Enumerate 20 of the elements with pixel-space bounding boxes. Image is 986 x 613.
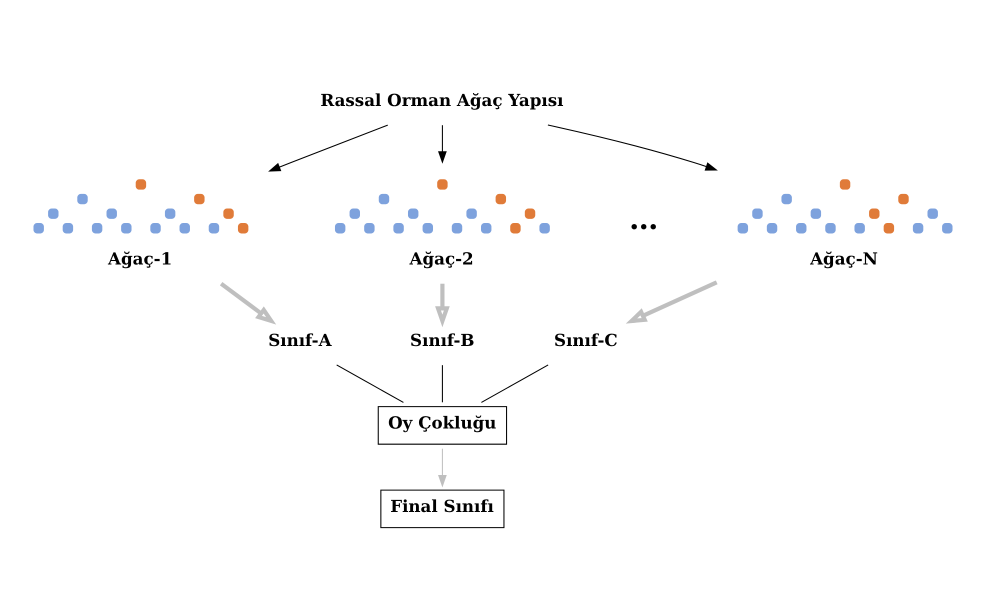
arrow xyxy=(548,124,718,171)
arrow xyxy=(626,280,718,324)
node-label: Ağaç-N xyxy=(810,248,878,269)
connector xyxy=(481,364,548,403)
arrow xyxy=(438,125,447,164)
connector xyxy=(336,364,404,403)
node-text: Rassal Orman Ağaç Yapısı xyxy=(320,90,564,110)
arrow xyxy=(435,284,450,328)
node-label: Ağaç-2 xyxy=(410,248,474,269)
label: … xyxy=(629,202,658,236)
node-text: Sınıf-B xyxy=(410,330,475,350)
arrow xyxy=(220,282,276,325)
node-text: Sınıf-C xyxy=(554,330,618,350)
node-text: Sınıf-A xyxy=(268,330,332,350)
node-box: Final Sınıfı xyxy=(380,490,504,528)
connector xyxy=(442,365,443,402)
node-box: Oy Çokluğu xyxy=(378,406,508,445)
arrow xyxy=(268,124,388,172)
node-label: Ağaç-1 xyxy=(108,248,172,269)
arrow xyxy=(438,448,447,488)
